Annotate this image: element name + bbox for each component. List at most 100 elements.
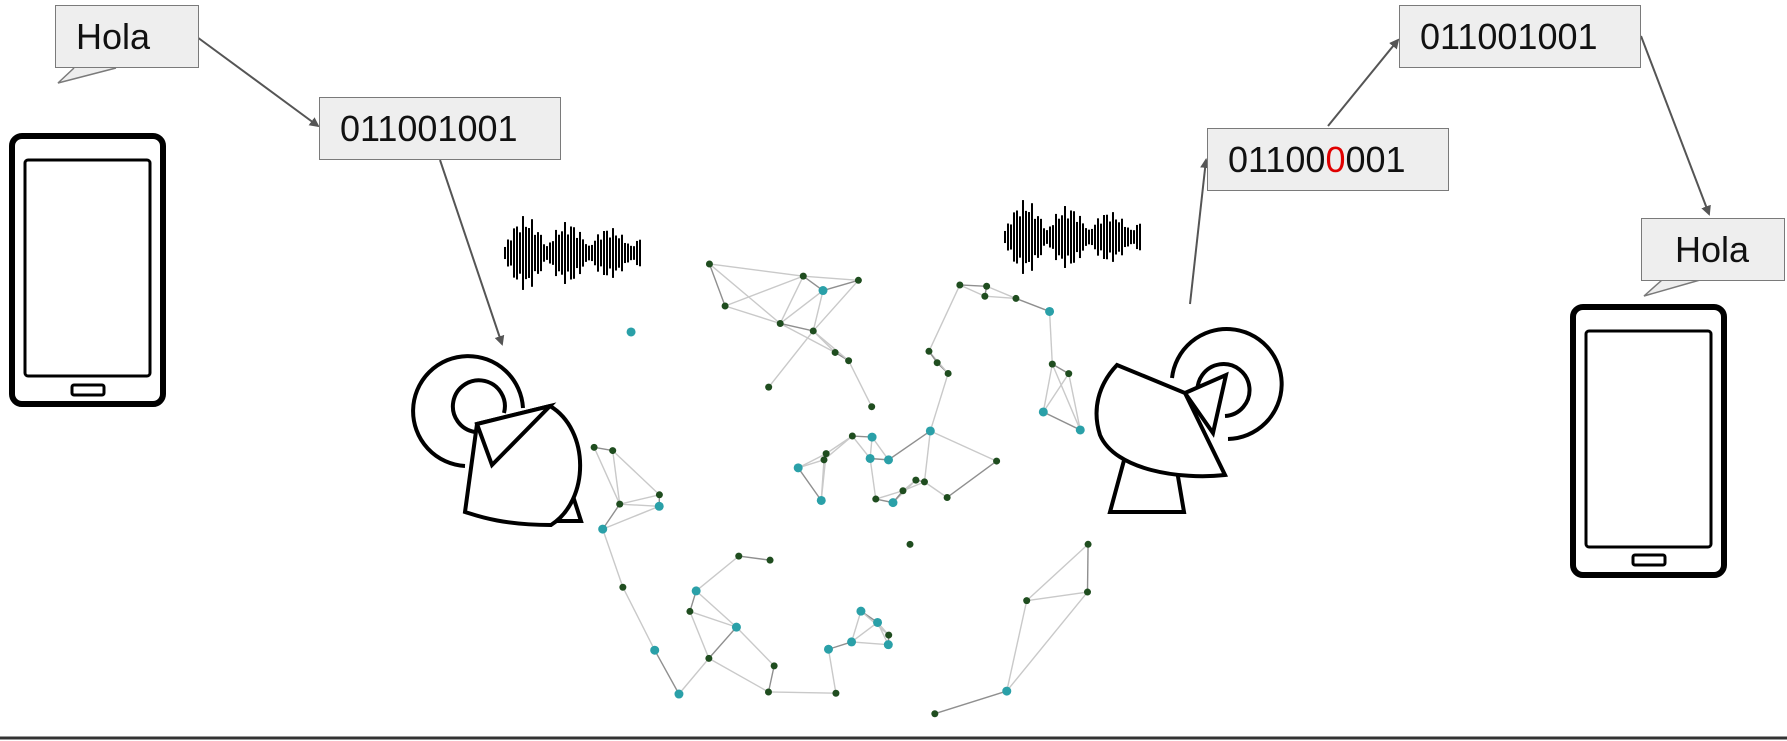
receiver-corrected-bits-box: 011001001 (1399, 5, 1641, 68)
sender-phone-icon (9, 133, 166, 407)
mesh-link (1086, 544, 1089, 593)
mesh-link (930, 430, 997, 462)
mesh-node (888, 498, 898, 508)
mesh-link (812, 279, 859, 332)
mesh-node (832, 689, 840, 697)
mesh-node (765, 383, 773, 391)
received-bits-suffix: 001 (1345, 138, 1406, 180)
mesh-link (851, 621, 878, 643)
mesh-link (812, 290, 824, 332)
arrow-icon (439, 159, 505, 346)
mesh-node (686, 607, 694, 615)
mesh-link (622, 586, 656, 651)
mesh-link (986, 285, 1017, 300)
mesh-link (797, 467, 822, 501)
mesh-node (674, 689, 684, 699)
mesh-node (906, 540, 914, 548)
sound-wave-icon-left (504, 216, 641, 290)
mesh-link (875, 490, 904, 500)
mesh-node (856, 606, 866, 616)
mesh-link (797, 459, 825, 469)
arrow-icon (1327, 38, 1400, 127)
mesh-link (1043, 411, 1081, 431)
mesh-link (708, 626, 737, 659)
sender-satellite-dish-icon (411, 354, 584, 528)
mesh-node (873, 617, 883, 627)
mesh-node (981, 292, 989, 300)
mesh-link (934, 690, 1007, 715)
mesh-link (923, 430, 932, 482)
sender-encoded-bits-box: 011001001 (319, 97, 561, 160)
mesh-link (847, 360, 873, 408)
mesh-link (602, 528, 624, 588)
mesh-link (1015, 297, 1050, 313)
mesh-node (925, 426, 935, 436)
mesh-link (1048, 311, 1054, 365)
mesh-node (845, 357, 853, 365)
mesh-link (1068, 373, 1081, 431)
mesh-link (767, 665, 775, 693)
receiver-speech-text: Hola (1675, 228, 1750, 270)
sender-speech-text: Hola (76, 15, 151, 57)
mesh-node (933, 359, 941, 367)
mesh-link (797, 452, 827, 469)
mesh-link (1026, 591, 1088, 602)
mesh-link (724, 275, 804, 307)
mesh-node (721, 302, 729, 310)
mesh-link (1006, 600, 1028, 692)
mesh-link (724, 305, 781, 325)
mesh-link (812, 330, 836, 353)
mesh-node (654, 501, 664, 511)
mesh-node (1012, 294, 1020, 302)
mesh-node (993, 457, 1001, 465)
mesh-node (626, 327, 636, 337)
network-mesh-icon (590, 260, 1092, 718)
mesh-node (655, 491, 663, 499)
mesh-node (884, 455, 894, 465)
mesh-node (1075, 425, 1085, 435)
mesh-link (869, 458, 877, 500)
mesh-node (793, 463, 803, 473)
receiver-speech-bubble-tail-icon (1643, 279, 1701, 297)
mesh-node (1083, 588, 1091, 596)
mesh-link (708, 657, 769, 693)
mesh-link (959, 284, 986, 297)
mesh-link (735, 626, 775, 667)
mesh-node (899, 487, 907, 495)
mesh-link (779, 289, 824, 325)
mesh-link (871, 436, 890, 461)
mesh-node (831, 348, 839, 356)
mesh-node (1023, 597, 1031, 605)
mesh-link (851, 641, 889, 646)
mesh-link (593, 447, 621, 505)
mesh-node (1045, 306, 1055, 316)
mesh-link (924, 481, 948, 499)
mesh-node (883, 640, 893, 650)
sender-speech-bubble-tail-icon (57, 67, 117, 84)
mesh-link (851, 435, 871, 459)
receiver-satellite-dish-icon (1094, 327, 1284, 514)
mesh-link (946, 460, 998, 499)
mesh-link (1006, 591, 1089, 692)
mesh-node (616, 500, 624, 508)
mesh-link (678, 657, 710, 695)
mesh-link (959, 284, 987, 287)
mesh-link (619, 503, 660, 507)
mesh-link (695, 590, 737, 628)
mesh-node (1002, 686, 1012, 696)
mesh-node (868, 403, 876, 411)
mesh-node (872, 495, 880, 503)
mesh-node (925, 347, 933, 355)
mesh-link (689, 611, 710, 659)
mesh-node (867, 432, 877, 442)
mesh-node (1048, 360, 1056, 368)
received-bits-error-bit: 0 (1325, 138, 1346, 180)
mesh-node (1065, 370, 1073, 378)
arrow-icon (1189, 158, 1211, 305)
mesh-node (944, 369, 952, 377)
mesh-link (602, 503, 621, 530)
mesh-node (920, 478, 928, 486)
mesh-link (619, 494, 660, 505)
